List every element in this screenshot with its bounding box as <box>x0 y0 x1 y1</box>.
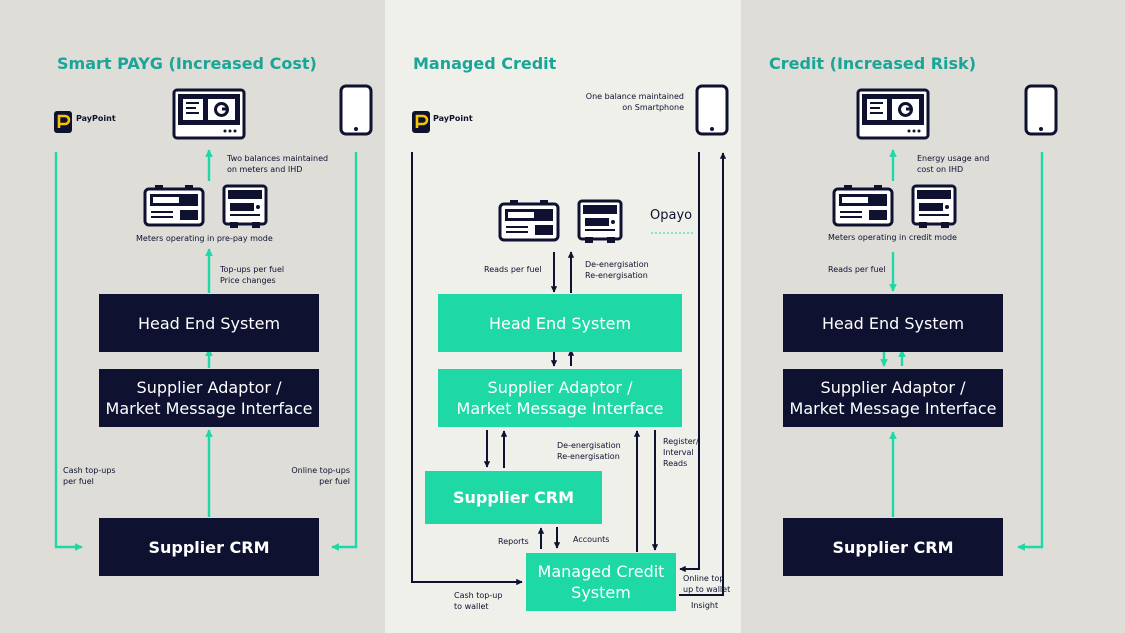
ihd-display-icon <box>172 88 246 145</box>
supplier-adaptor-box: Supplier Adaptor / Market Message Interf… <box>783 369 1003 427</box>
online-topups-label: Online top-ups per fuel <box>291 466 350 486</box>
online-topup-wallet-label: Online top up to wallet <box>683 574 731 594</box>
managed-credit-system-box: Managed Credit System <box>526 553 676 611</box>
p2-insight-arrow <box>679 152 727 596</box>
panel-title: Credit (Increased Risk) <box>769 54 976 73</box>
supplier-crm-box: Supplier CRM <box>783 518 1003 576</box>
supplier-crm-box: Supplier CRM <box>99 518 319 576</box>
meters-mode-label: Meters operating in pre-pay mode <box>136 234 273 243</box>
p3-online-arrow <box>1017 152 1044 551</box>
cash-topups-label: Cash top-ups per fuel <box>63 466 116 486</box>
reads-per-fuel-label: Reads per fuel <box>484 265 542 274</box>
supplier-crm-box: Supplier CRM <box>425 471 602 524</box>
p2-online-topup-arrow <box>679 152 700 573</box>
smartphone-icon <box>339 84 373 141</box>
one-balance-label: One balance maintained on Smartphone <box>585 92 684 112</box>
paypoint-logo-icon <box>412 111 432 138</box>
balances-text: Two balances maintained on meters and IH… <box>227 154 329 174</box>
reports-label: Reports <box>498 537 529 546</box>
gas-meter-icon <box>222 184 268 235</box>
topups-label: Top-ups per fuel Price changes <box>220 265 285 285</box>
head-end-system-box: Head End System <box>99 294 319 352</box>
cash-topup-wallet-label: Cash top-up to wallet <box>454 591 503 611</box>
smartphone-icon <box>695 84 729 141</box>
supplier-adaptor-box: Supplier Adaptor / Market Message Interf… <box>438 369 682 427</box>
register-reads-label: Register/ Interval Reads <box>663 437 699 468</box>
paypoint-logo-icon <box>54 111 74 138</box>
gas-meter-icon <box>911 184 957 235</box>
gas-meter-icon <box>577 199 623 250</box>
balances-label: Two balances maintained on meters and IH… <box>227 153 328 175</box>
opayo-label: Opayo <box>650 208 693 223</box>
reads-per-fuel-label: Reads per fuel <box>828 265 886 274</box>
ihd-display-icon <box>856 88 930 145</box>
p2-cash-topup-arrow <box>411 152 523 586</box>
electricity-meter-icon <box>498 199 560 248</box>
energy-usage-label: Energy usage and cost on IHD <box>917 154 990 174</box>
paypoint-label: PayPoint <box>433 114 473 123</box>
p1-cash-topup-arrow <box>54 152 83 551</box>
meters-mode-label: Meters operating in credit mode <box>828 233 957 242</box>
supplier-adaptor-box: Supplier Adaptor / Market Message Interf… <box>99 369 319 427</box>
panel-title: Managed Credit <box>413 54 557 73</box>
head-end-system-box: Head End System <box>438 294 682 352</box>
deenergisation-label-bottom: De-energisation Re-energisation <box>557 441 621 461</box>
panel-title: Smart PAYG (Increased Cost) <box>57 54 317 73</box>
smartphone-icon <box>1024 84 1058 141</box>
electricity-meter-icon <box>143 184 205 233</box>
insight-label: Insight <box>691 601 719 610</box>
accounts-label: Accounts <box>573 535 610 544</box>
opayo-logo-icon: Opayo <box>650 208 696 241</box>
paypoint-label: PayPoint <box>76 114 116 123</box>
p1-online-topup-arrow <box>331 152 358 551</box>
head-end-system-box: Head End System <box>783 294 1003 352</box>
electricity-meter-icon <box>832 184 894 233</box>
deenergisation-label-top: De-energisation Re-energisation <box>585 260 649 280</box>
